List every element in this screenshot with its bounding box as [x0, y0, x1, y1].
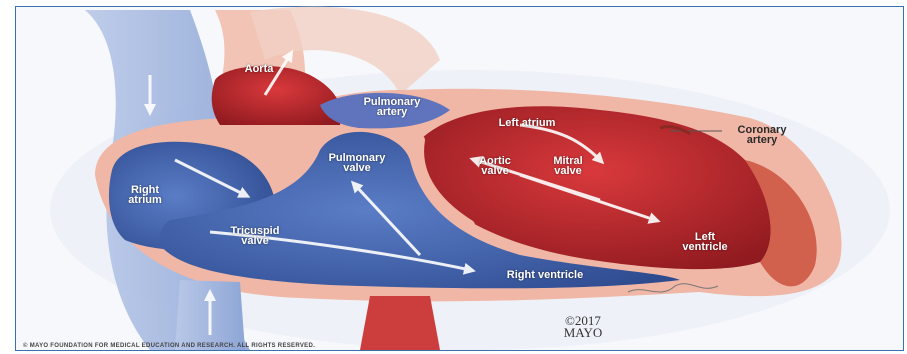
label-right-atrium: Right atrium [115, 185, 175, 205]
label-aortic-valve: Aortic valve [470, 156, 520, 176]
label-mitral-valve: Mitral valve [538, 156, 598, 176]
footer-credit: © MAYO FOUNDATION FOR MEDICAL EDUCATION … [23, 343, 315, 349]
label-left-atrium: Left atrium [487, 118, 567, 128]
label-pulmonary-artery: Pulmonary artery [352, 97, 432, 117]
label-right-ventricle: Right ventricle [470, 270, 620, 280]
copyright-mark: ©2017 MAYO [548, 315, 618, 339]
label-tricuspid-valve: Tricuspid valve [215, 226, 295, 246]
label-left-ventricle: Left ventricle [665, 232, 745, 252]
label-pulmonary-valve: Pulmonary valve [312, 153, 402, 173]
label-coronary-artery: Coronary artery [722, 125, 802, 145]
descending-aorta [360, 296, 440, 350]
label-aorta: Aorta [229, 64, 289, 74]
